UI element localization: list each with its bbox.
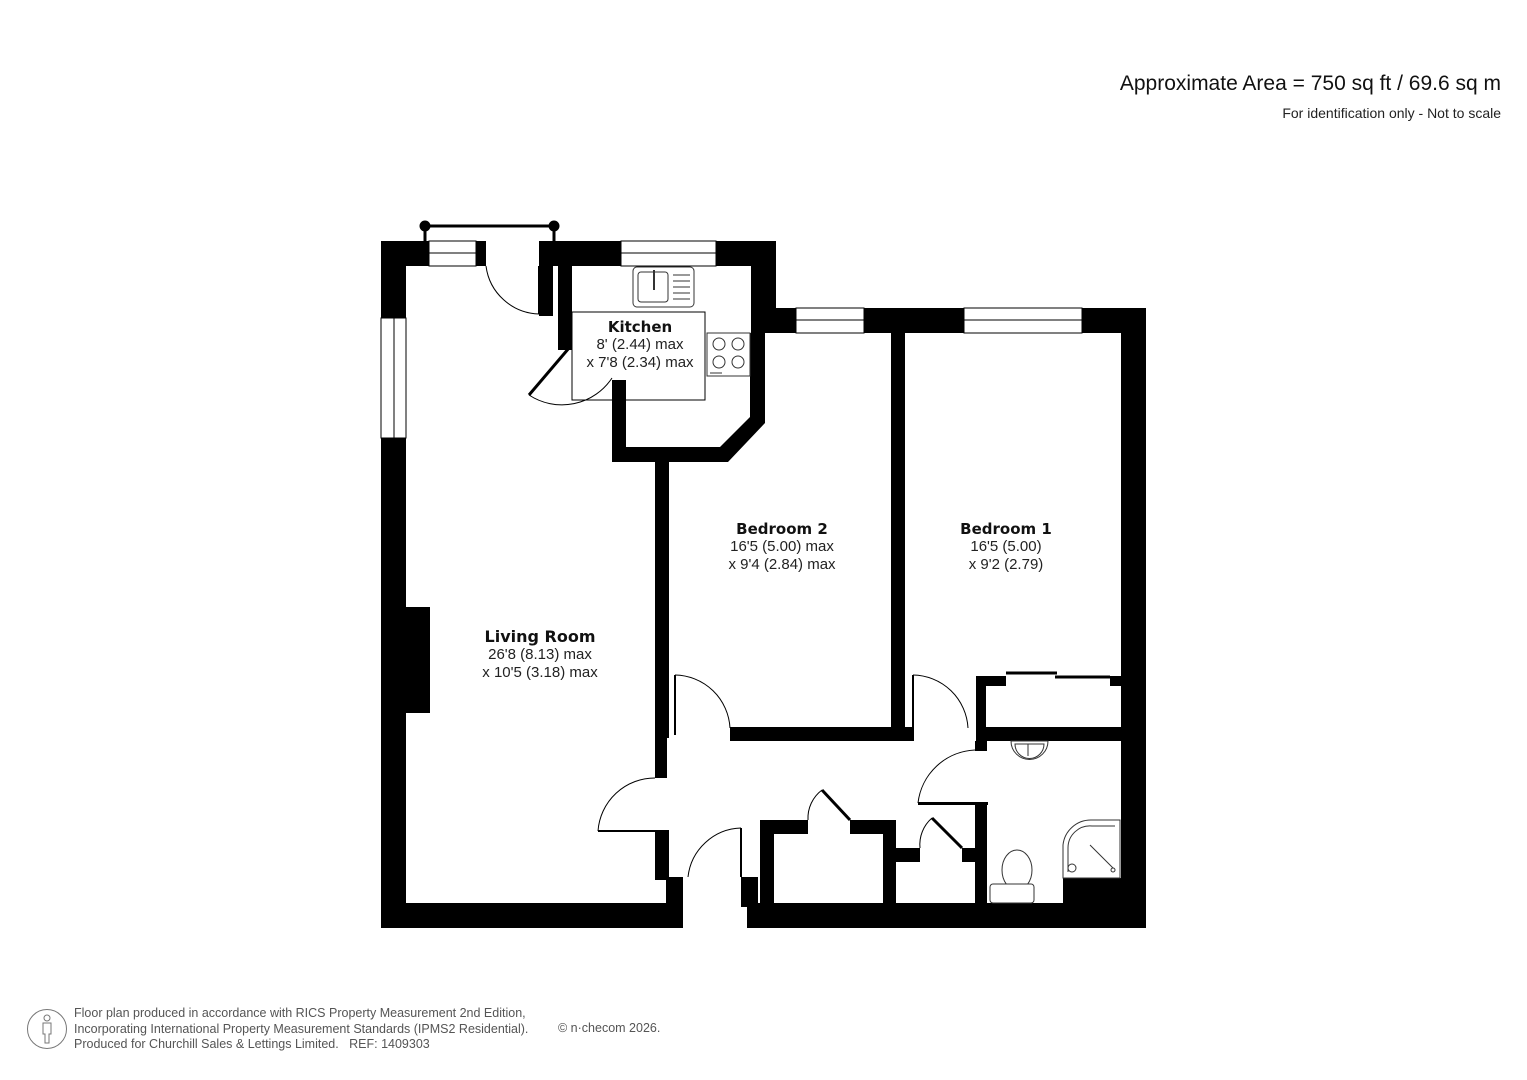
kitchen-units	[571, 311, 706, 401]
doors	[485, 265, 1110, 878]
hob-icon	[706, 332, 751, 377]
toilet-icon	[989, 849, 1035, 904]
footer-line-1: Floor plan produced in accordance with R…	[74, 1006, 526, 1020]
balcony-rail	[419, 220, 560, 241]
room-name: Bedroom 2	[736, 520, 828, 538]
copyright: © n·checom 2026.	[558, 1021, 661, 1035]
interior-walls	[539, 241, 1124, 908]
room-dimension: 16'5 (5.00)	[970, 538, 1042, 555]
shower-icon	[1062, 819, 1121, 879]
room-bedroom-1: Bedroom 1 16'5 (5.00) x 9'2 (2.79)	[960, 520, 1052, 574]
windows	[380, 240, 1083, 439]
approximate-area-title: Approximate Area = 750 sq ft / 69.6 sq m	[1119, 72, 1501, 95]
person-logo-icon	[27, 1009, 67, 1049]
scale-disclaimer: For identification only - Not to scale	[1282, 105, 1501, 121]
room-bedroom-2: Bedroom 2 16'5 (5.00) max x 9'4 (2.84) m…	[728, 520, 835, 574]
room-name: Bedroom 1	[960, 520, 1052, 538]
basin-icon	[1010, 740, 1049, 760]
sink-icon	[632, 266, 695, 308]
room-dimension: 16'5 (5.00) max	[730, 538, 834, 555]
room-dimension: x 9'2 (2.79)	[968, 556, 1044, 573]
footer-line-2: Incorporating International Property Mea…	[74, 1021, 529, 1036]
room-kitchen: Kitchen 8' (2.44) max x 7'8 (2.34) max	[586, 318, 693, 372]
room-name: Living Room	[484, 627, 596, 646]
room-dimension: 26'8 (8.13) max	[488, 646, 592, 663]
footer-disclaimer: Floor plan produced in accordance with R…	[74, 1006, 660, 1053]
room-living-room: Living Room 26'8 (8.13) max x 10'5 (3.18…	[482, 628, 597, 682]
footer-line-3: Produced for Churchill Sales & Lettings …	[74, 1037, 430, 1051]
room-dimension: x 10'5 (3.18) max	[482, 664, 598, 681]
room-dimension: x 7'8 (2.34) max	[586, 354, 694, 371]
room-name: Kitchen	[607, 318, 673, 336]
room-dimension: 8' (2.44) max	[596, 336, 684, 353]
room-dimension: x 9'4 (2.84) max	[728, 556, 836, 573]
